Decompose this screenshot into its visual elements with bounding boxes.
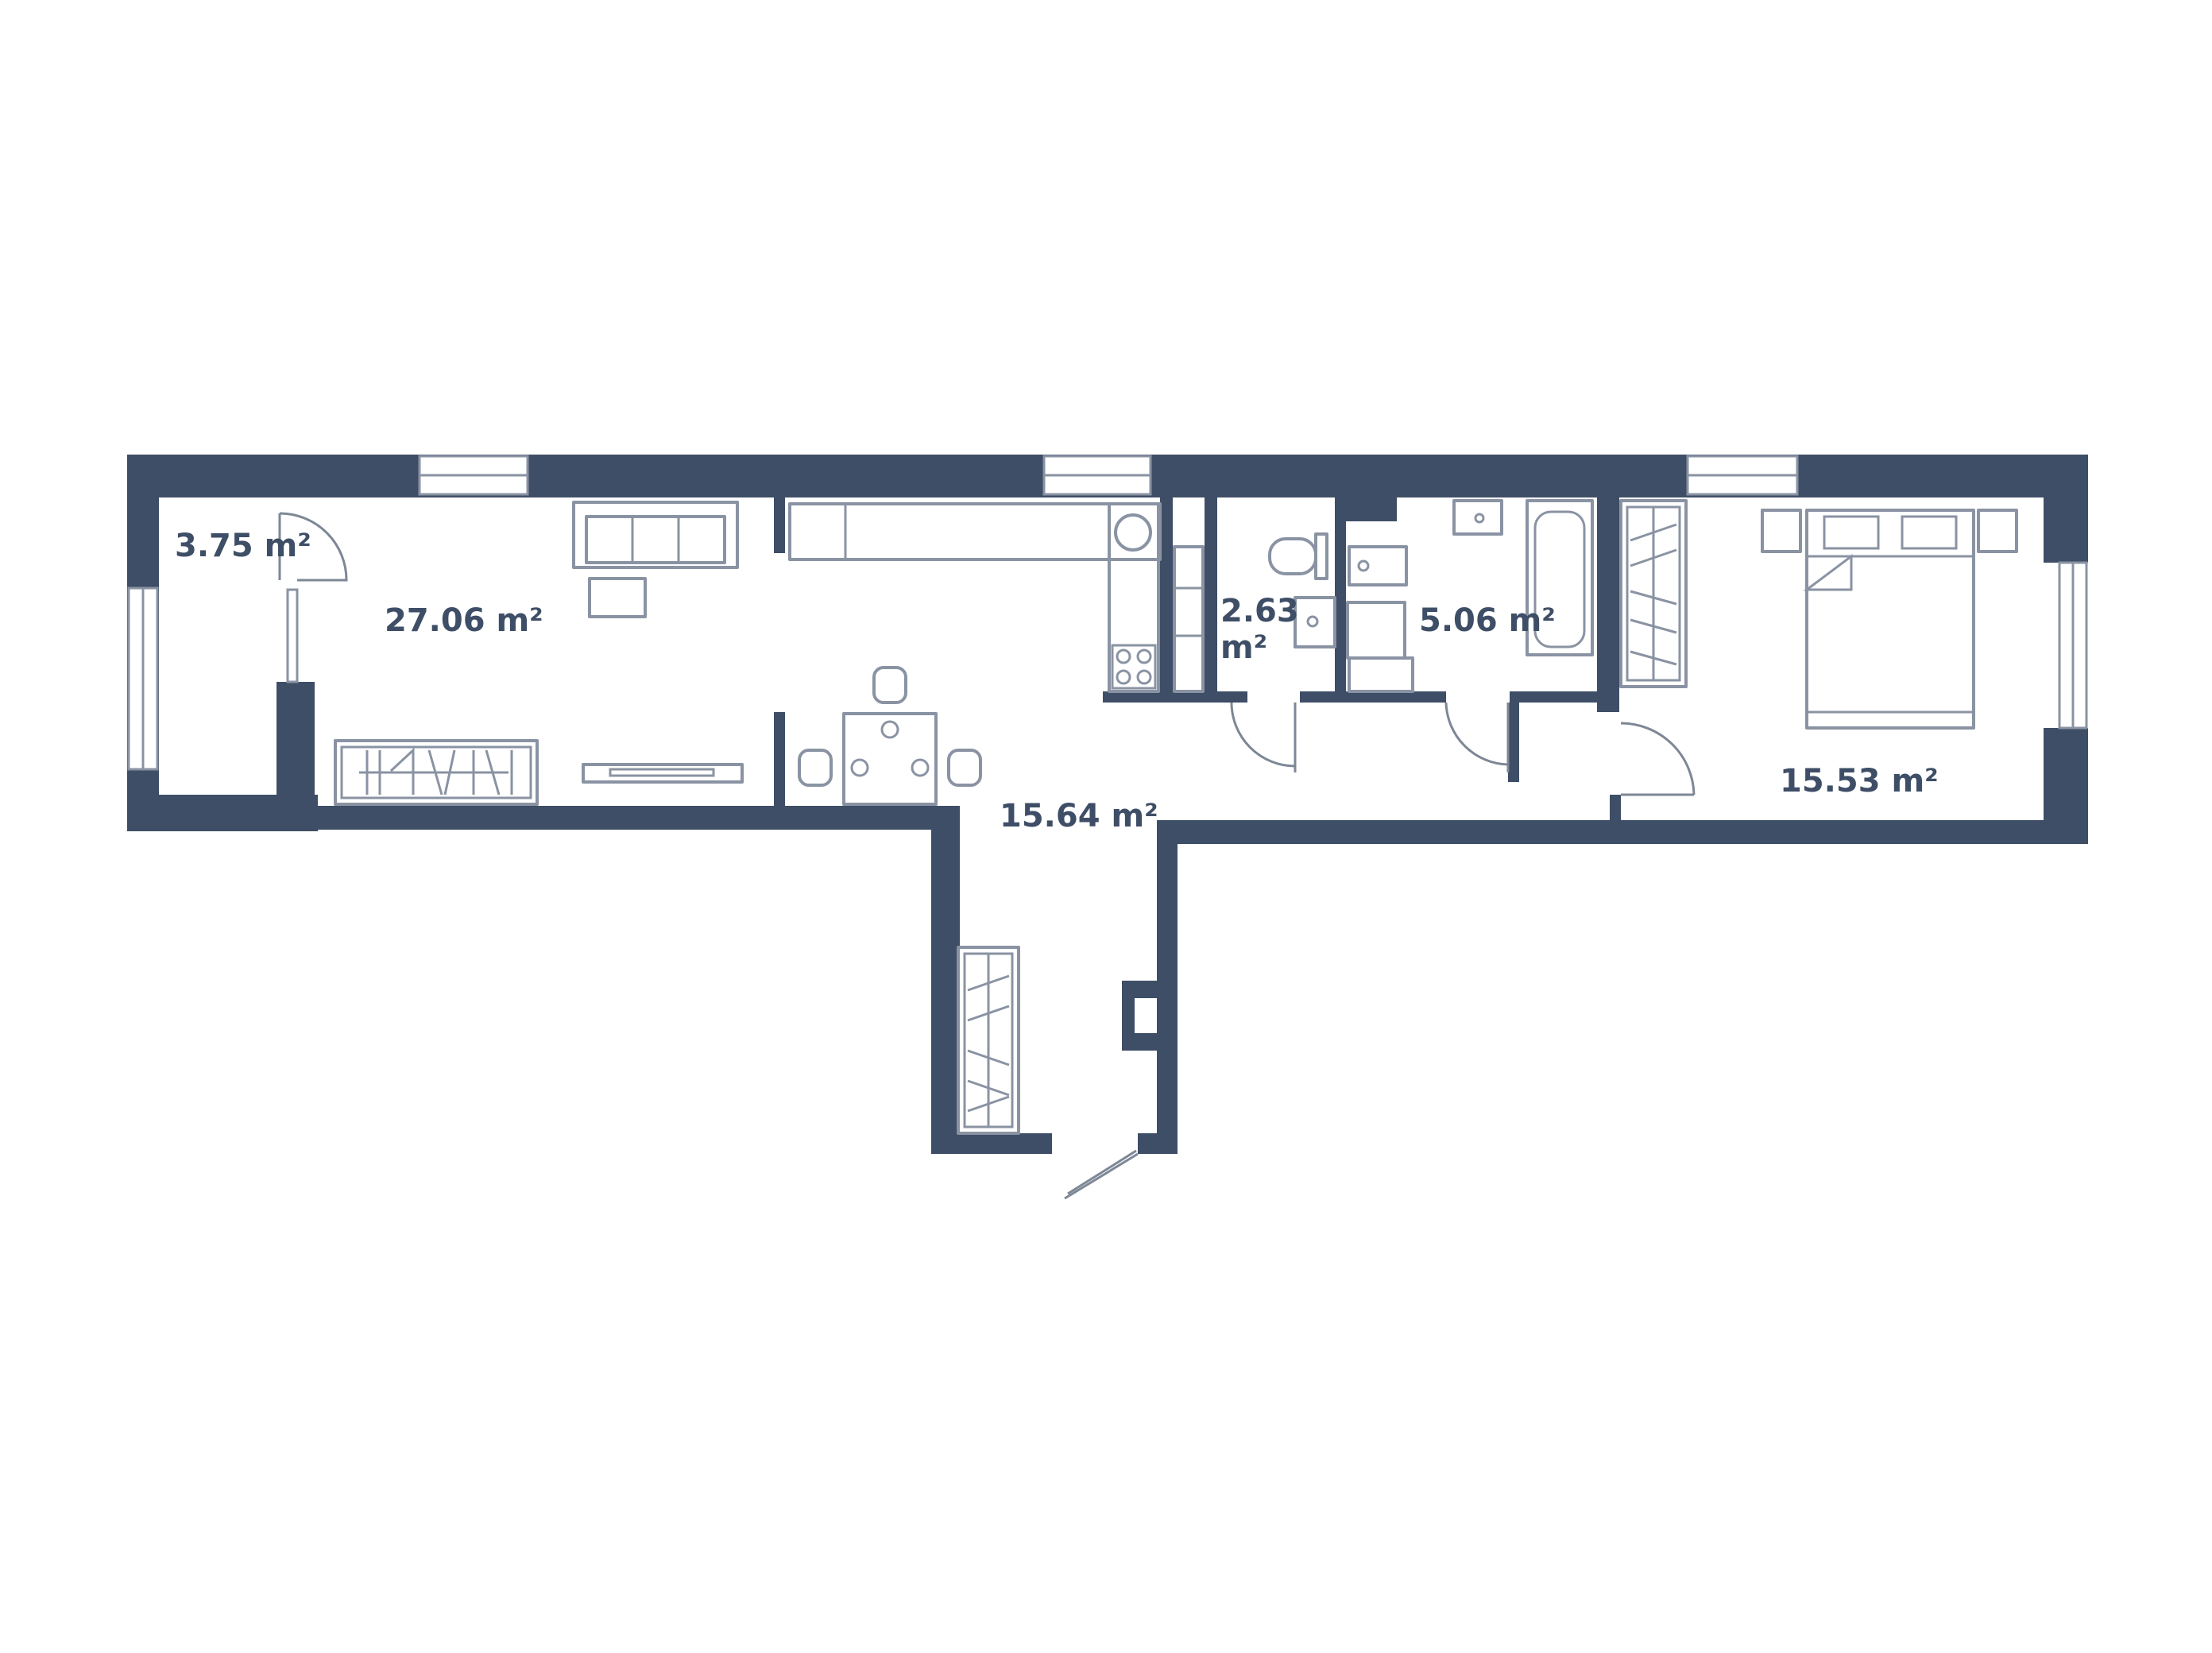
coffee-table-icon xyxy=(588,577,647,618)
windows xyxy=(127,455,2088,771)
doors xyxy=(278,512,1696,1200)
balcony-area-label: 3.75 m² xyxy=(175,528,311,564)
bath-fixtures-icon xyxy=(1346,499,1594,693)
corridor-wardrobe-icon xyxy=(957,946,1020,1135)
dining-table-icon xyxy=(798,666,982,806)
kitchen-counter-icon xyxy=(788,502,1162,561)
tv-stand-icon xyxy=(582,763,744,784)
kitchen-cabinet-icon xyxy=(1108,558,1160,693)
furniture xyxy=(334,499,2018,1135)
bed-icon xyxy=(1761,509,2018,730)
kitchen-sink-icon xyxy=(1108,502,1160,561)
sofa-icon xyxy=(572,501,739,569)
wardrobe-icon xyxy=(1619,499,1688,688)
bookshelf-icon xyxy=(334,739,539,806)
bedroom-area-label: 15.53 m² xyxy=(1780,763,1939,799)
hallway-area-label: 15.64 m² xyxy=(1000,798,1158,834)
toilet-icon xyxy=(1268,532,1408,648)
toilet-area-label: 2.63 m² xyxy=(1220,593,1299,666)
bathroom-area-label: 5.06 m² xyxy=(1419,602,1556,639)
fridge-icon xyxy=(1173,545,1205,693)
living-room-area-label: 27.06 m² xyxy=(385,602,543,639)
